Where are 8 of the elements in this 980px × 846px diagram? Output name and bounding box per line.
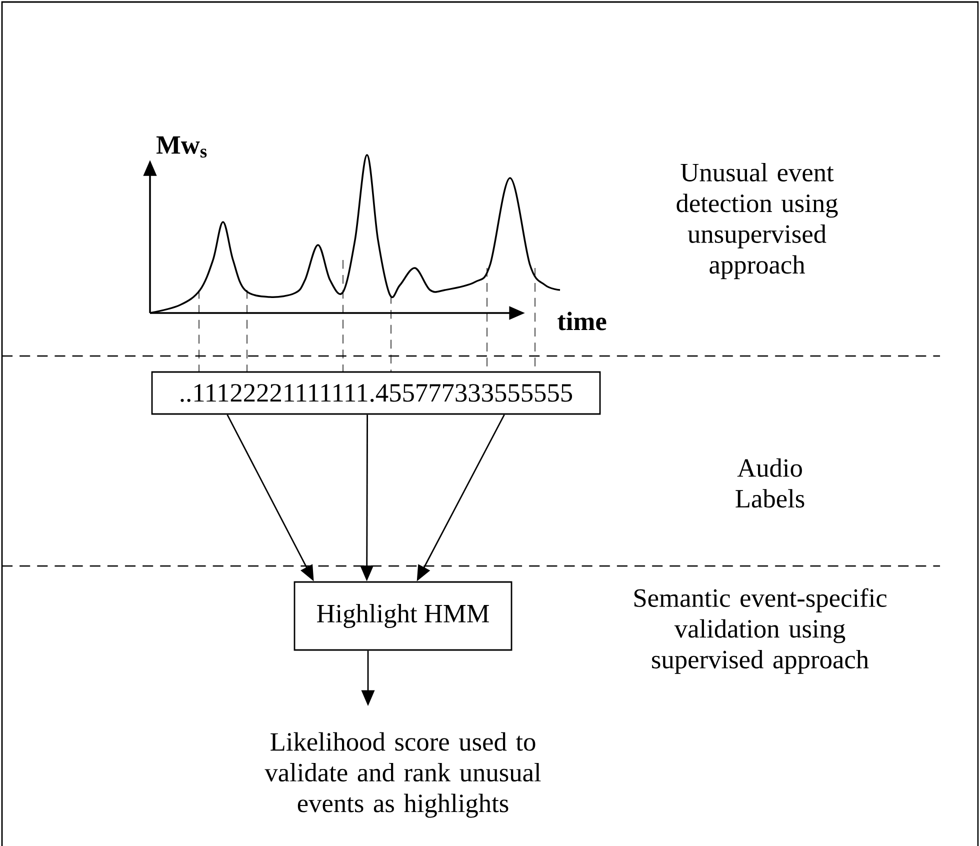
process-box: Highlight HMM: [294, 581, 512, 651]
output-text: Likelihood score used to validate and rank unusual events as highlights: [264, 732, 541, 818]
axis-label: time: [558, 312, 606, 330]
label-box: ..11122221111111.455777333555555: [151, 371, 601, 415]
axis-label: Mw$_{s}$: [156, 136, 207, 158]
section-label: Semantic event-specific validation using supervised approach: [634, 588, 887, 674]
section-label: Unusual event detection using unsupervised approach: [676, 162, 838, 280]
section-label: Audio Labels: [736, 458, 804, 508]
